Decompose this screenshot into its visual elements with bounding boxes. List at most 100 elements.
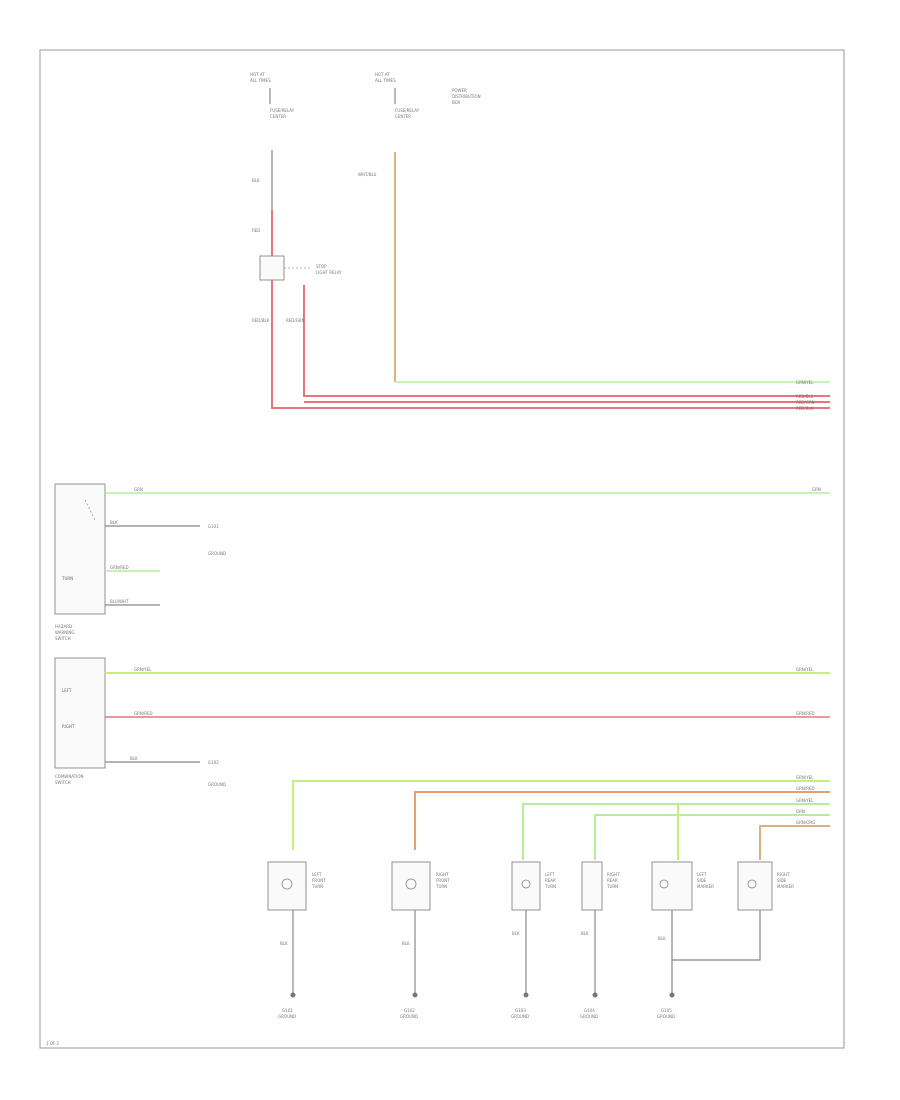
svg-text:TURN: TURN xyxy=(311,884,323,889)
svg-text:SIDE: SIDE xyxy=(697,878,707,883)
hazard-switch-label: TURN xyxy=(61,576,73,581)
combo-lime-end: GRN/YEL xyxy=(796,667,814,672)
lamp-left-front-turn: LEFT FRONT TURN xyxy=(267,861,326,911)
combo-ground-b: GROUND xyxy=(208,782,226,787)
left-red-label: RED xyxy=(252,228,260,233)
hot-at-left: HOT AT xyxy=(250,72,265,77)
diagram-frame xyxy=(39,49,845,1049)
hazard-grn-label: GRN xyxy=(134,487,143,492)
svg-text:LEFT: LEFT xyxy=(545,872,555,877)
ground-symbol-4 xyxy=(592,992,598,998)
combo-turn-left: LEFT xyxy=(62,688,72,693)
hazard-blk-label: BLK xyxy=(110,520,118,525)
lamp5-wire-label: BLK xyxy=(658,936,666,941)
bus-end-label-4: RED/BLK xyxy=(796,406,814,411)
hazard-name-3: SWITCH xyxy=(55,636,71,641)
svg-text:FRONT: FRONT xyxy=(436,878,450,883)
svg-text:RIGHT: RIGHT xyxy=(777,872,790,877)
ground-2-b: GROUND xyxy=(400,1014,418,1019)
lamp2-wire-label: BLK xyxy=(402,941,410,946)
ground-5-a: G105 xyxy=(661,1008,672,1013)
lamp4-wire-label: BLK xyxy=(581,931,589,936)
ground-symbol-1 xyxy=(290,992,296,998)
combo-red-label: GRN/RED xyxy=(134,711,153,716)
combo-turn-right: RIGHT xyxy=(62,724,75,729)
lower-bus-label-2: GRN/RED xyxy=(796,786,815,791)
pdu-label-2: DISTRIBUTION xyxy=(452,94,481,99)
red-bus-wire-2 xyxy=(303,285,830,397)
combo-red-end: GRN/RED xyxy=(796,711,815,716)
svg-text:TURN: TURN xyxy=(544,884,556,889)
fuse-left-label-b: CENTER xyxy=(270,114,286,119)
lower-bus-label-3: GRN/YEL xyxy=(796,798,814,803)
hot-at-left-b: ALL TIMES xyxy=(250,78,271,83)
ground-3-a: G103 xyxy=(515,1008,526,1013)
lamp1-wire-label: BLK xyxy=(280,941,288,946)
lower-bus-lime xyxy=(292,780,830,850)
hazard-ground-label-a: G101 xyxy=(208,524,219,529)
svg-text:RIGHT: RIGHT xyxy=(607,872,620,877)
hazard-green-short-label: GRN/RED xyxy=(110,565,129,570)
pdu-label-3: BOX xyxy=(452,100,461,105)
page-footer: 1 OF 2 xyxy=(46,1041,60,1046)
ground-1-a: G101 xyxy=(282,1008,293,1013)
ground-symbol-5 xyxy=(669,992,675,998)
lower-bus-green-1 xyxy=(522,803,830,860)
relay-label-2: LIGHT RELAY xyxy=(316,270,342,275)
lower-bus-label-4: GRN xyxy=(796,809,805,814)
hazard-grn-end: GRN xyxy=(812,487,821,492)
lamp-right-rear-turn: RIGHT REAR TURN xyxy=(581,861,620,911)
ground-symbol-2 xyxy=(412,992,418,998)
combo-name-1: COMBINATION xyxy=(55,774,84,779)
red-bus-wire-1 xyxy=(271,280,830,409)
svg-text:MARKER: MARKER xyxy=(777,884,794,889)
fuse-right-label: FUSE/RELAY xyxy=(395,108,420,113)
tan-wire-label: WHT/BLU xyxy=(358,172,377,177)
ground-1-b: GROUND xyxy=(278,1014,296,1019)
lamp-right-front-turn: RIGHT FRONT TURN xyxy=(391,861,450,911)
svg-text:REAR: REAR xyxy=(607,878,618,883)
combo-name-2: SWITCH xyxy=(55,780,71,785)
bus-end-label-2: RED/BLK xyxy=(796,394,814,399)
hazard-name-2: WARNING xyxy=(55,630,75,635)
svg-text:TURN: TURN xyxy=(435,884,447,889)
pdu-label-1: POWER xyxy=(452,88,467,93)
combination-switch xyxy=(54,657,106,769)
red-wire-label-1: RED/BLK xyxy=(252,318,270,323)
ground-4-a: G104 xyxy=(584,1008,595,1013)
svg-text:LEFT: LEFT xyxy=(697,872,707,877)
stop-light-relay xyxy=(259,255,285,281)
bus-end-label-3: RED/GRN xyxy=(796,400,815,405)
lower-bus-orange xyxy=(414,791,830,850)
combo-blk-label: BLK xyxy=(130,756,138,761)
svg-text:REAR: REAR xyxy=(545,878,556,883)
hazard-name-1: HAZARD xyxy=(55,624,72,629)
ground-symbol-3 xyxy=(523,992,529,998)
fuse-right-label-b: CENTER xyxy=(395,114,411,119)
hot-at-right-b: ALL TIMES xyxy=(375,78,396,83)
svg-text:MARKER: MARKER xyxy=(697,884,714,889)
svg-text:FRONT: FRONT xyxy=(312,878,326,883)
svg-text:TURN: TURN xyxy=(606,884,618,889)
lower-bus-label-5: GRN/ORG xyxy=(796,820,815,825)
combo-ground-a: G102 xyxy=(208,760,219,765)
lamp-left-rear-turn: LEFT REAR TURN xyxy=(511,861,556,911)
hazard-blu-label: BLU/WHT xyxy=(110,599,129,604)
combo-lime-label: GRN/YEL xyxy=(134,667,152,672)
lower-bus-green-2 xyxy=(594,814,830,860)
ground-3-b: GROUND xyxy=(511,1014,529,1019)
hazard-switch xyxy=(54,483,106,615)
lamp3-wire-label: BLK xyxy=(512,931,520,936)
bus-end-label-1: GRN/YEL xyxy=(796,380,814,385)
lamp6-ground-wire xyxy=(672,910,761,961)
svg-text:SIDE: SIDE xyxy=(777,878,787,883)
lower-bus-tan xyxy=(759,825,830,860)
relay-label-1: STOP xyxy=(316,264,327,269)
ground-2-a: G102 xyxy=(404,1008,415,1013)
lower-bus-label-1: GRN/YEL xyxy=(796,775,814,780)
svg-text:LEFT: LEFT xyxy=(312,872,322,877)
lamp-left-side-marker: LEFT SIDE MARKER xyxy=(651,861,714,911)
ground-4-b: GROUND xyxy=(580,1014,598,1019)
hot-at-right: HOT AT xyxy=(375,72,390,77)
